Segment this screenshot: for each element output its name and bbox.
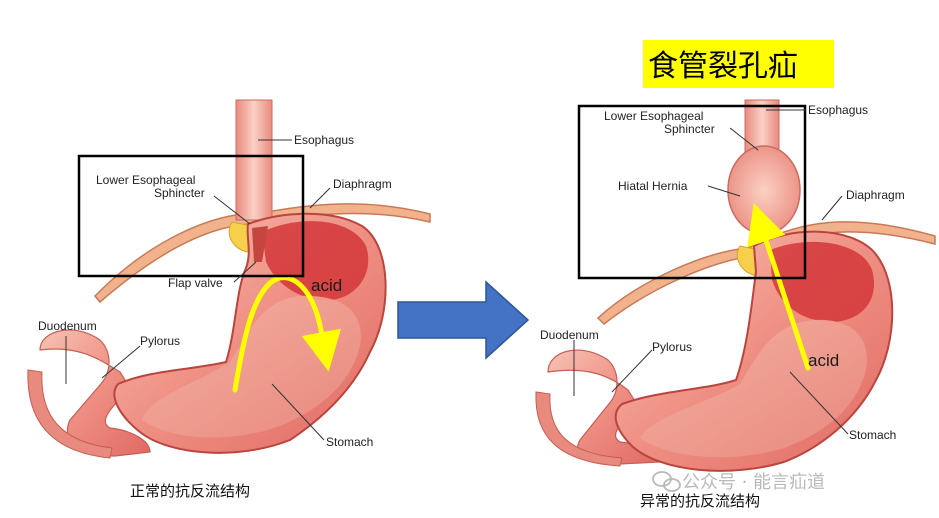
left-pylorus-label: Pylorus (140, 334, 180, 348)
left-flap-valve-shape (252, 226, 268, 262)
right-pylorus-leader (611, 349, 653, 393)
right-caption: 异常的抗反流结构 (640, 492, 760, 510)
left-flap-valve-label: Flap valve (168, 276, 223, 290)
left-focus-box (77, 154, 305, 278)
left-diaphragm-leader (309, 187, 331, 209)
right-pylorus-label: Pylorus (652, 340, 692, 354)
right-focus-box (577, 104, 807, 280)
right-diaphragm-label: Diaphragm (846, 188, 905, 202)
right-diaphragm-leader (821, 195, 843, 221)
left-flap-leader (233, 261, 257, 283)
watermark: 公众号 · 能言疝道 (652, 471, 825, 493)
left-duodenum-lower (27, 369, 113, 459)
right-les-label-line2: Sphincter (664, 122, 715, 136)
right-les-leader (729, 127, 759, 151)
right-les-label-line1: Lower Esophageal (604, 109, 703, 123)
right-stomach-leader (789, 371, 849, 435)
transition-arrow (397, 280, 530, 360)
wechat-icon (652, 471, 681, 492)
left-stomach-label: Stomach (326, 435, 373, 449)
right-hernia-label: Hiatal Hernia (618, 179, 688, 193)
right-duodenum-lower (535, 391, 623, 467)
left-normal-panel: Esophagus Lower Esophageal Sphincter Dia… (27, 99, 431, 500)
left-esophagus-shape (235, 99, 273, 221)
left-pylorus-leader (101, 345, 141, 379)
right-stomach-fundus-dark (770, 241, 875, 322)
right-esophagus-shape (744, 99, 780, 155)
left-acid-arrow (232, 275, 341, 393)
left-caption: 正常的抗反流结构 (130, 482, 250, 500)
right-stomach-label: Stomach (849, 428, 896, 442)
left-esophagus-label: Esophagus (294, 133, 354, 147)
left-les-label-line2: Sphincter (154, 186, 205, 200)
title-highlight (643, 40, 834, 88)
left-diaphragm-label: Diaphragm (333, 177, 392, 191)
watermark-text: 公众号 · 能言疝道 (682, 472, 825, 493)
right-stomach-inner (640, 319, 867, 458)
right-duodenum-label: Duodenum (540, 328, 599, 342)
left-les-label-line1: Lower Esophageal (96, 173, 195, 187)
right-acid-label: acid (808, 351, 839, 370)
left-stomach-leader (271, 383, 325, 441)
left-duodenum-label: Duodenum (38, 319, 97, 333)
right-hernia-leader (707, 185, 741, 197)
right-acid-arrow (747, 203, 811, 371)
left-les-leader (213, 195, 251, 225)
left-acid-label: acid (311, 276, 342, 295)
right-esophagus-label: Esophagus (808, 103, 868, 117)
left-duodenum-shape (39, 329, 151, 457)
right-hernia-sac (727, 145, 801, 235)
right-hernia-panel: 食管裂孔疝 Esophagus Lower Esophageal Sphinct… (535, 40, 936, 510)
page-title: 食管裂孔疝 (648, 49, 798, 84)
